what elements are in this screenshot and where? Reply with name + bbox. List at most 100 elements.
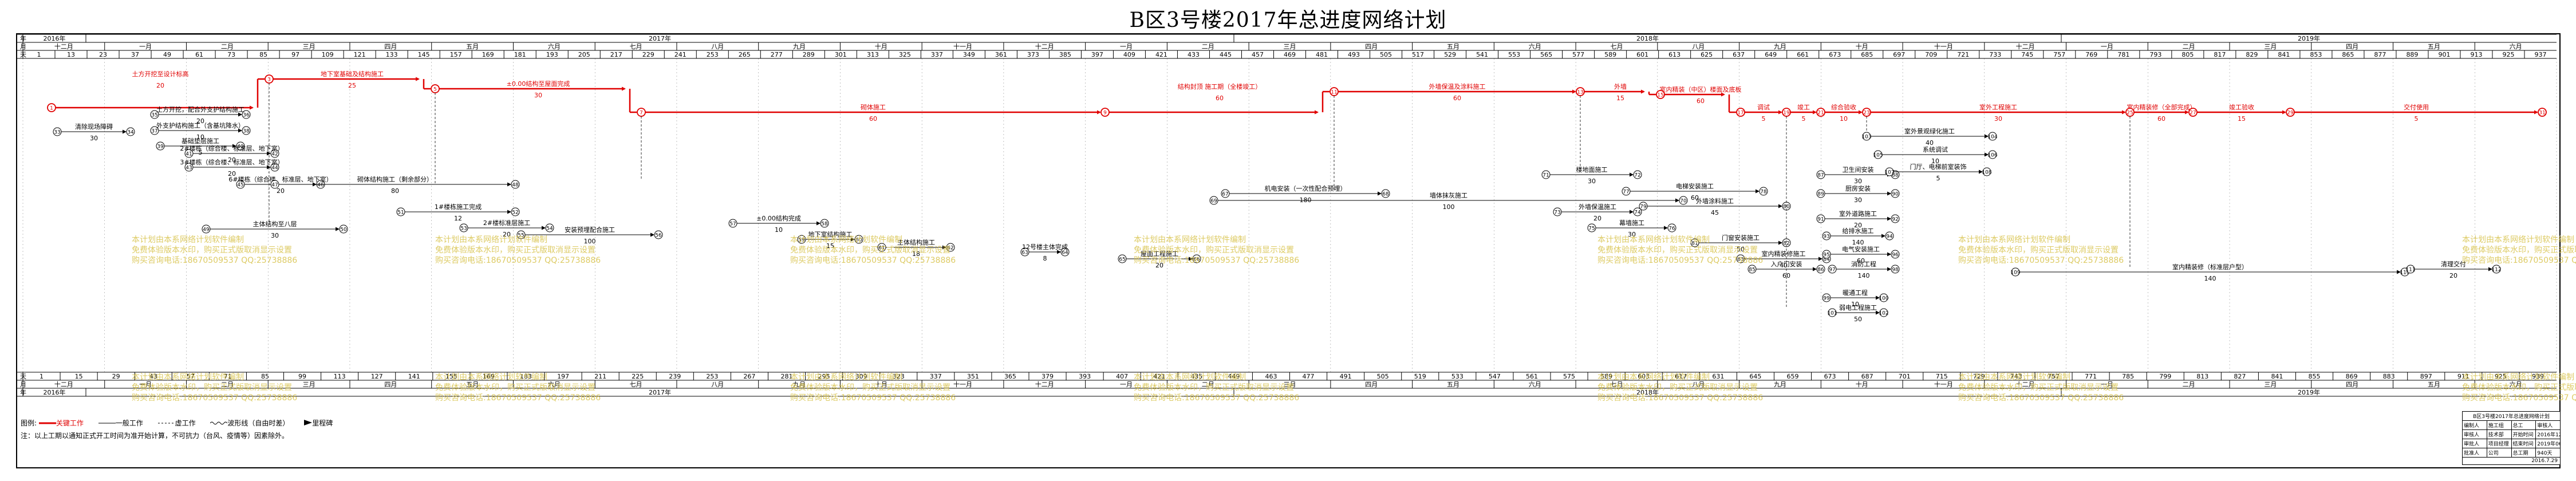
day-label: 217 — [610, 51, 622, 58]
node-number: 68 — [1382, 192, 1389, 198]
task-duration: 100 — [584, 238, 596, 245]
day-label: 659 — [1786, 373, 1798, 380]
node-number: 53 — [460, 226, 467, 232]
node-number: 38 — [243, 129, 250, 135]
month-label: 九月 — [793, 43, 806, 50]
month-label: 九月 — [793, 381, 806, 388]
network-node — [2286, 108, 2295, 117]
task-label: 6#楼栋（综合楼、标准层、地下室） — [228, 175, 332, 183]
node-number: 3 — [267, 77, 271, 83]
watermark-line: 免费体验版本水印，购买正式版取消显示设置 — [435, 383, 595, 392]
day-label: 373 — [1027, 51, 1039, 58]
node-number: 23 — [1863, 111, 1869, 116]
critical-task-duration: 5 — [1802, 115, 1806, 123]
watermark-line: 购买咨询电话:18670509537 QQ:25738886 — [1597, 393, 1764, 403]
critical-task-label: ±0.00结构至屋面完成 — [507, 80, 570, 88]
arrow-head — [1778, 204, 1782, 208]
node-number: 71 — [1543, 173, 1549, 179]
day-label: 771 — [2085, 373, 2097, 380]
node-number: 27 — [2190, 111, 2196, 116]
schedule-frame — [16, 33, 2561, 468]
day-label: 625 — [1701, 51, 1713, 58]
watermark-line: 免费体验版本水印，购买正式版取消显示设置 — [2462, 383, 2576, 392]
task-label: 2#楼标准层施工 — [483, 219, 530, 227]
day-label: 505 — [1377, 373, 1389, 380]
day-label: 449 — [1228, 373, 1240, 380]
node-number: 65 — [1119, 257, 1125, 263]
node-number: 89 — [1817, 192, 1824, 198]
network-node — [797, 235, 806, 244]
day-label: 281 — [781, 373, 793, 380]
arrow-head — [816, 221, 820, 226]
node-number: 67 — [1222, 192, 1228, 198]
day-label: 827 — [2234, 373, 2246, 380]
network-node — [1891, 189, 1900, 198]
day-label: 445 — [1220, 51, 1232, 58]
month-label: 十月 — [875, 42, 887, 50]
day-label: 337 — [930, 373, 942, 380]
node-number: 58 — [821, 222, 828, 227]
day-label: 793 — [2149, 51, 2161, 58]
day-label: 805 — [2181, 51, 2194, 58]
day-label: 561 — [1526, 373, 1538, 380]
day-label: 729 — [1973, 373, 1985, 380]
network-node — [1747, 265, 1757, 274]
task-duration: 10 — [775, 226, 783, 234]
day-label: 517 — [1412, 51, 1424, 58]
task-label: 室外道路施工 — [1839, 210, 1877, 218]
arrow-head — [1097, 110, 1101, 115]
node-number: 97 — [1829, 267, 1835, 273]
day-label: 589 — [1604, 51, 1616, 58]
node-number: 42 — [271, 152, 278, 157]
critical-task-label: 综合验收 — [1831, 103, 1856, 111]
watermark: 本计划由本系网络计划软件编制免费体验版本水印，购买正式版取消显示设置购买咨询电话… — [1597, 372, 1763, 403]
network-node — [1736, 254, 1745, 263]
day-label: 197 — [557, 373, 569, 380]
month-label: 七月 — [1610, 381, 1623, 388]
day-label: 743 — [2010, 373, 2022, 380]
month-label: 四月 — [2346, 43, 2358, 50]
day-label: 505 — [1380, 51, 1392, 58]
day-label: 365 — [1004, 373, 1016, 380]
node-number: 56 — [655, 233, 662, 239]
arrow-head — [1664, 226, 1668, 230]
node-number: 45 — [237, 183, 243, 188]
critical-task-duration: 5 — [1762, 115, 1766, 123]
watermark-line: 本计划由本系网络计划软件编制 — [790, 235, 902, 245]
legend: 图例: 关键工作 一般工作 虚工作 波形线（自由时差） 里程碑 — [21, 418, 345, 428]
critical-task-duration: 25 — [348, 82, 356, 89]
network-node — [1221, 189, 1230, 198]
task-label: 门窗安装施工 — [1722, 234, 1760, 242]
task-label: 给排水施工 — [1843, 227, 1874, 235]
day-label: 697 — [1893, 51, 1905, 58]
month-label: 二月 — [221, 43, 234, 50]
node-number: 106 — [1987, 153, 1997, 159]
month-label: 十一月 — [953, 380, 972, 388]
task-label: 安装预埋配合施工 — [565, 226, 615, 234]
node-number: 37 — [151, 129, 157, 135]
task-duration: 20 — [196, 117, 204, 125]
critical-task-duration: 60 — [1216, 94, 1224, 102]
network-node — [1879, 308, 1888, 317]
watermark-line: 购买咨询电话:18670509537 QQ:25738886 — [1597, 256, 1764, 265]
day-label: 817 — [2214, 51, 2226, 58]
node-number: 92 — [1892, 217, 1898, 223]
legend-item: 波形线（自由时差） — [210, 418, 289, 428]
arrow-head — [1315, 110, 1319, 115]
arrow-head — [232, 144, 236, 148]
node-number: 29 — [2287, 111, 2294, 116]
day-label: 157 — [450, 51, 462, 58]
legend-prefix: 图例: — [21, 419, 37, 427]
task-duration: 60 — [1691, 194, 1699, 202]
network-node — [1828, 265, 1837, 274]
month-label: 六月 — [1529, 381, 1541, 388]
node-number: 61 — [878, 246, 885, 251]
task-duration: 80 — [391, 187, 399, 195]
network-node — [1553, 207, 1562, 216]
watermark-line: 免费体验版本水印，购买正式版取消显示设置 — [435, 246, 595, 255]
title-block-row: 编制人施工组总工审核人 — [2463, 421, 2560, 430]
node-number: 73 — [1554, 210, 1560, 216]
task-duration: 20 — [2449, 272, 2457, 279]
task-label: 卫生间安装 — [1843, 165, 1874, 174]
node-number: 98 — [1892, 267, 1899, 273]
